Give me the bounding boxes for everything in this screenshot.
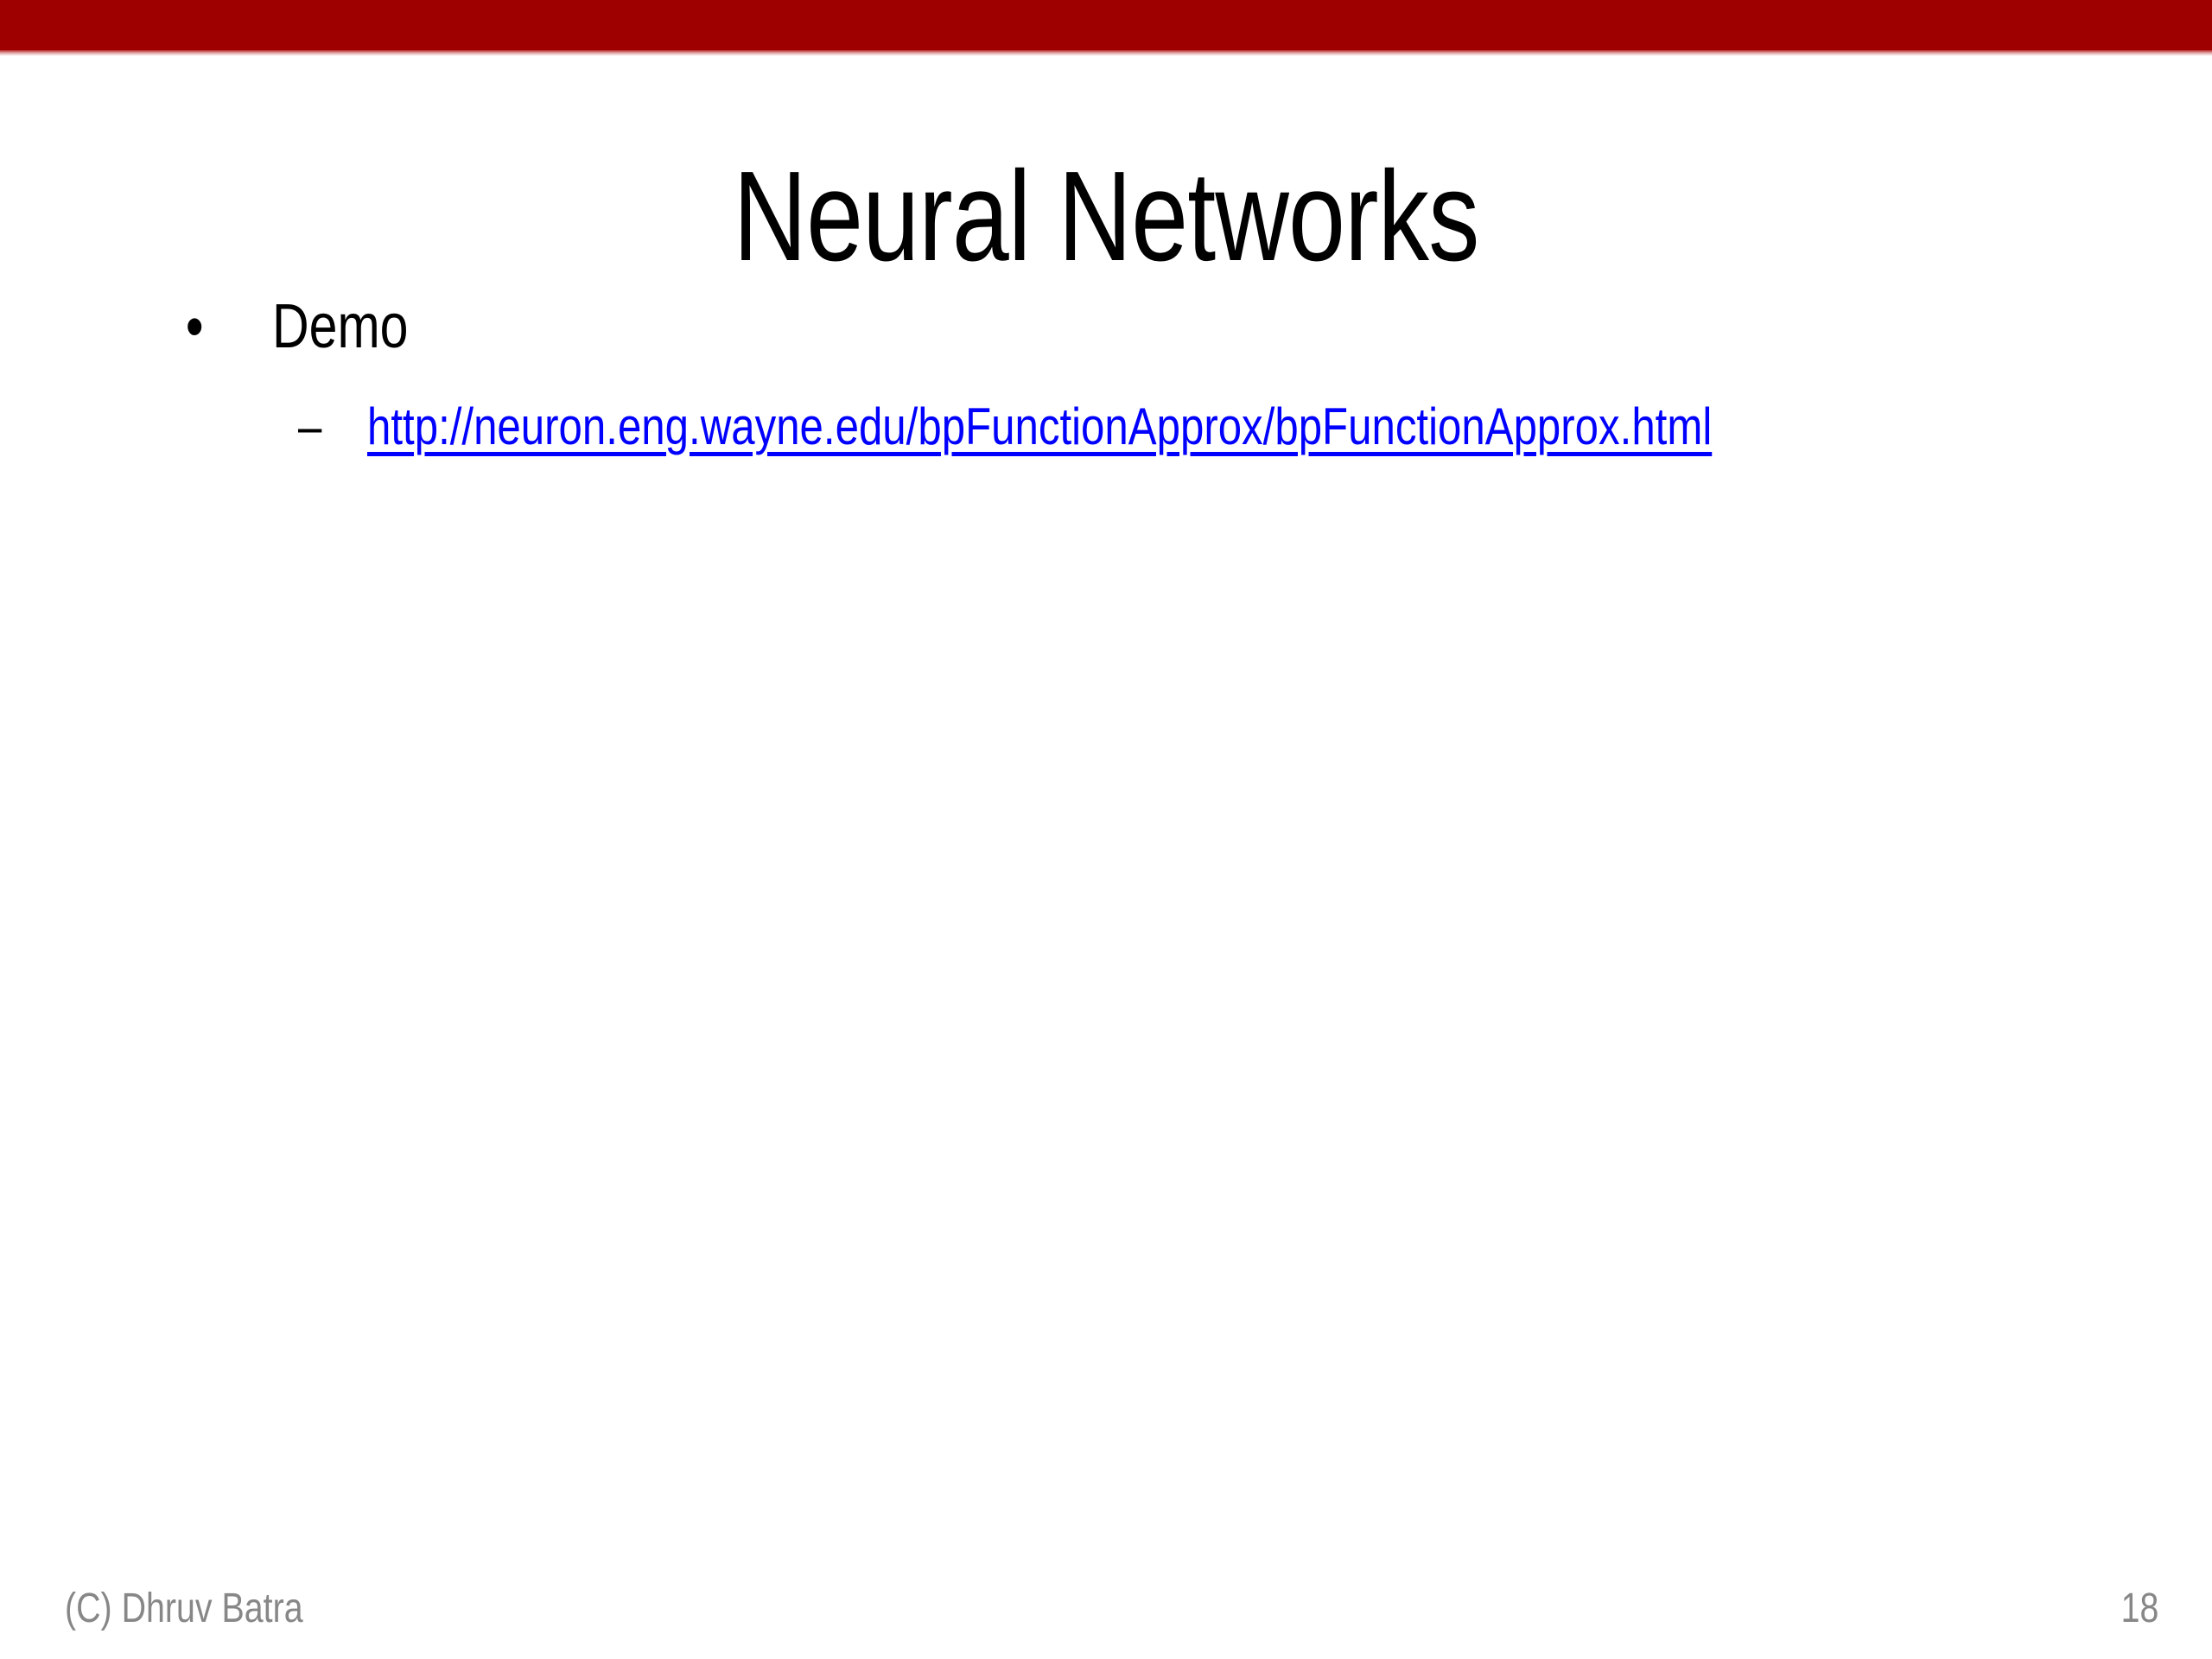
bullet-label-demo: Demo [272, 292, 409, 361]
header-accent-band-fade [0, 50, 2212, 56]
slide-body: • Demo – http://neuron.eng.wayne.edu/bpF… [0, 285, 2212, 465]
demo-url-link[interactable]: http://neuron.eng.wayne.edu/bpFunctionAp… [367, 397, 1713, 455]
header-accent-band [0, 0, 2212, 50]
bullet-dash-icon: – [298, 397, 322, 455]
slide-title: Neural Networks [733, 145, 1479, 289]
bullet-item-level1: • Demo [177, 285, 2212, 368]
bullet-item-level2: – http://neuron.eng.wayne.edu/bpFunction… [298, 389, 2212, 465]
footer-copyright: (C) Dhruv Batra [65, 1586, 303, 1631]
bullet-dot-icon: • [185, 292, 204, 361]
footer-page-number: 18 [2120, 1586, 2158, 1631]
